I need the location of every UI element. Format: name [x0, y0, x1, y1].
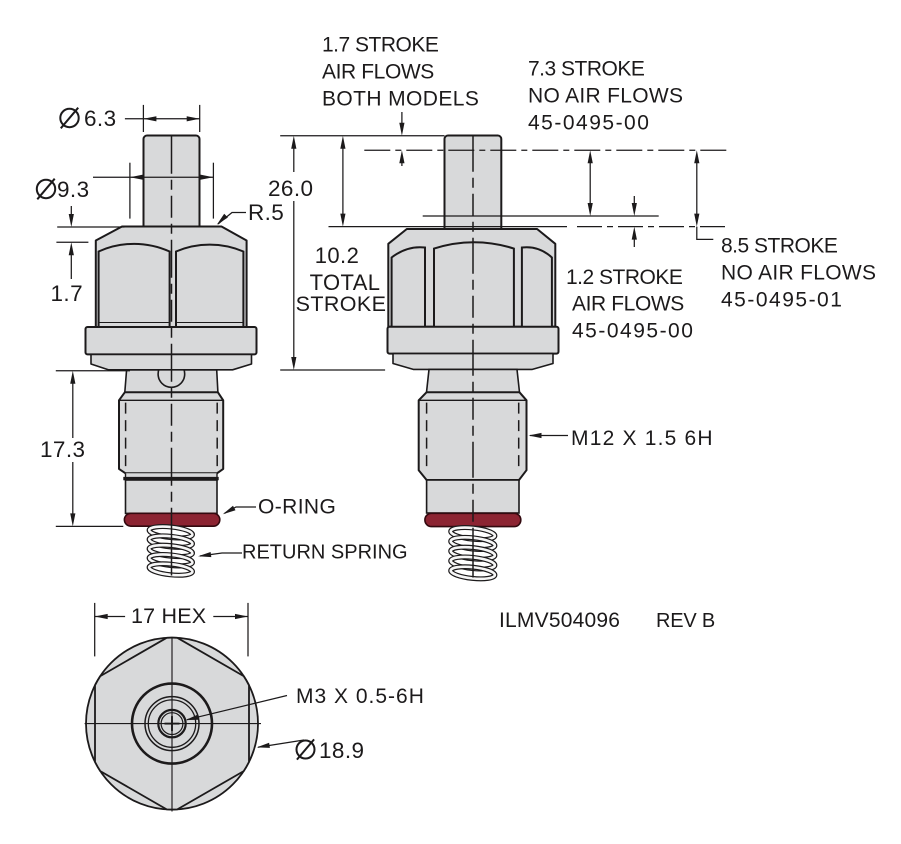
- svg-text:1.7: 1.7: [51, 281, 83, 306]
- svg-text:1.7 STROKE: 1.7 STROKE: [322, 34, 439, 57]
- svg-text:TOTAL: TOTAL: [310, 270, 381, 295]
- svg-text:RETURN SPRING: RETURN SPRING: [242, 542, 408, 564]
- svg-text:NO AIR FLOWS: NO AIR FLOWS: [721, 261, 876, 284]
- svg-text:45-0495-00: 45-0495-00: [572, 319, 694, 342]
- svg-text:7.3 STROKE: 7.3 STROKE: [528, 58, 645, 81]
- svg-text:17 HEX: 17 HEX: [131, 604, 206, 628]
- svg-text:8.5 STROKE: 8.5 STROKE: [721, 235, 838, 258]
- svg-text:26.0: 26.0: [268, 176, 313, 201]
- svg-text:45-0495-01: 45-0495-01: [721, 288, 843, 311]
- svg-text:AIR FLOWS: AIR FLOWS: [322, 60, 434, 83]
- svg-text:NO AIR FLOWS: NO AIR FLOWS: [528, 84, 683, 107]
- svg-text:REV B: REV B: [656, 610, 715, 632]
- svg-text:ILMV504096: ILMV504096: [499, 609, 620, 632]
- svg-text:18.9: 18.9: [319, 738, 364, 763]
- svg-text:6.3: 6.3: [84, 106, 116, 131]
- svg-text:R.5: R.5: [248, 200, 284, 225]
- svg-text:M3 X 0.5-6H: M3 X 0.5-6H: [296, 685, 425, 708]
- svg-text:O-RING: O-RING: [258, 496, 336, 519]
- svg-text:STROKE: STROKE: [296, 292, 387, 316]
- svg-text:9.3: 9.3: [57, 177, 89, 202]
- svg-text:45-0495-00: 45-0495-00: [528, 111, 650, 134]
- svg-text:AIR FLOWS: AIR FLOWS: [572, 293, 684, 316]
- svg-text:10.2: 10.2: [315, 243, 359, 268]
- svg-text:M12 X 1.5 6H: M12 X 1.5 6H: [571, 427, 714, 450]
- svg-text:1.2 STROKE: 1.2 STROKE: [566, 266, 683, 289]
- svg-text:BOTH MODELS: BOTH MODELS: [322, 87, 479, 110]
- svg-text:17.3: 17.3: [40, 437, 85, 462]
